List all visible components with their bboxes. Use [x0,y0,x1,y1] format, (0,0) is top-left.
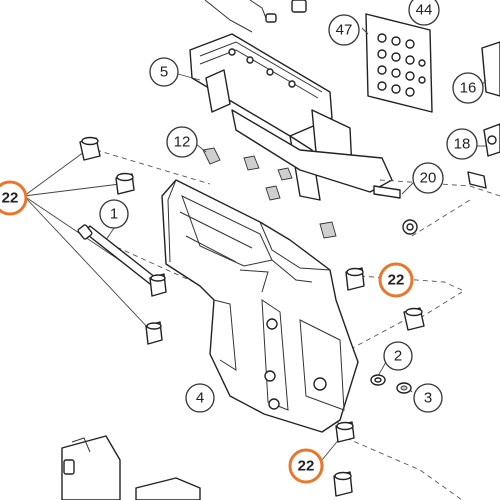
mount-left-4 [145,321,163,345]
kit-nut-grid [377,33,426,97]
mount-bottom-2 [333,471,353,497]
part-12-clips [202,147,337,239]
svg-text:44: 44 [416,2,433,19]
callout-2: 2 [383,341,413,371]
svg-text:5: 5 [160,64,168,81]
svg-text:3: 3 [424,390,432,407]
svg-text:22: 22 [298,458,315,475]
hardware-kit-box [365,13,433,113]
callout-18: 18 [446,128,478,160]
bottom-left-battery-fragment [61,435,201,500]
callout-16: 16 [452,72,484,104]
callout-4: 4 [185,383,215,413]
part-1-bolt [77,224,157,285]
svg-text:22: 22 [388,272,405,289]
callout-1: 1 [99,199,129,229]
svg-text:18: 18 [454,136,471,153]
callout-22-bottom-highlighted: 22 [288,448,324,484]
mount-right-2 [403,307,425,331]
svg-text:22: 22 [2,190,19,207]
callout-44: 44 [408,0,440,26]
right-side-hardware [373,41,500,235]
part-5-tray [189,33,393,201]
svg-text:16: 16 [460,80,477,97]
mount-top-left [79,136,101,161]
svg-text:4: 4 [196,390,204,407]
mount-left-3 [149,273,167,297]
svg-text:47: 47 [336,22,353,39]
svg-text:1: 1 [110,206,118,223]
callout-3: 3 [413,383,443,413]
part-3-nut [396,382,412,394]
callout-22-right-highlighted: 22 [378,262,414,298]
callout-47: 47 [328,14,360,46]
svg-text:12: 12 [174,134,191,151]
mount-bottom-1 [335,421,355,443]
svg-text:20: 20 [420,170,437,187]
part-2-washer [370,374,386,386]
callout-20: 20 [412,162,444,194]
svg-text:2: 2 [394,348,402,365]
rubber-mounts-22 [79,136,425,497]
callout-5: 5 [149,57,179,87]
mount-left-2 [115,172,135,195]
top-wire-fragment [204,0,307,33]
callout-22-left-highlighted: 22 [0,180,28,216]
mount-right-1 [345,267,365,291]
part-4-main-housing [161,179,359,433]
callout-12: 12 [166,126,198,158]
